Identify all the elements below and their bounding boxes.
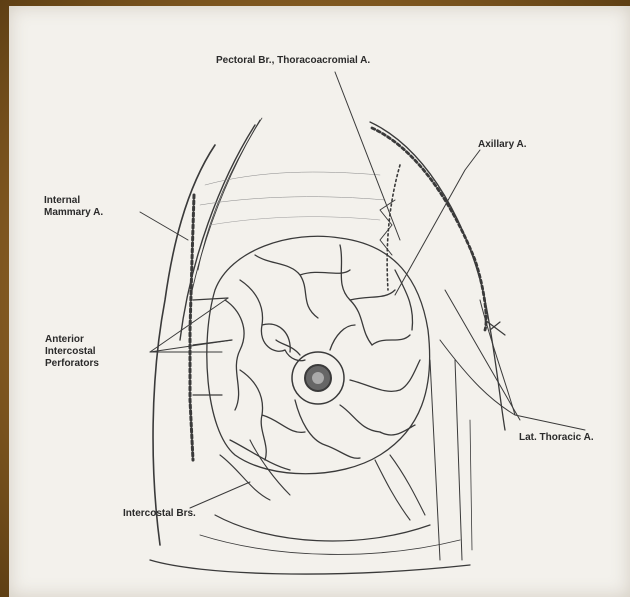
label-internal-mammary-line1: Internal	[44, 195, 103, 207]
leader-axillary	[395, 150, 480, 295]
body-outline-right	[150, 560, 470, 574]
rib-lower	[200, 535, 460, 554]
leader-pectoral	[335, 72, 400, 240]
label-intercostal-branches: Intercostal Brs.	[123, 508, 196, 520]
leader-intercostal-brs	[190, 482, 250, 508]
label-pectoral-branch: Pectoral Br., Thoracoacromial A.	[216, 55, 370, 67]
lower-curve	[215, 515, 430, 541]
label-anterior-line3: Perforators	[45, 358, 99, 370]
label-anterior-intercostal-perforators: Anterior Intercostal Perforators	[45, 334, 99, 370]
breast-vessels	[225, 245, 420, 470]
body-outline	[153, 145, 215, 545]
label-anterior-line1: Anterior	[45, 334, 99, 346]
label-internal-mammary: Internal Mammary A.	[44, 195, 103, 219]
label-axillary-artery: Axillary A.	[478, 139, 527, 151]
label-internal-mammary-line2: Mammary A.	[44, 207, 103, 219]
right-chest-contour	[370, 122, 505, 430]
internal-mammary-artery	[190, 195, 194, 460]
label-lateral-thoracic: Lat. Thoracic A.	[519, 432, 594, 444]
label-anterior-line2: Intercostal	[45, 346, 99, 358]
